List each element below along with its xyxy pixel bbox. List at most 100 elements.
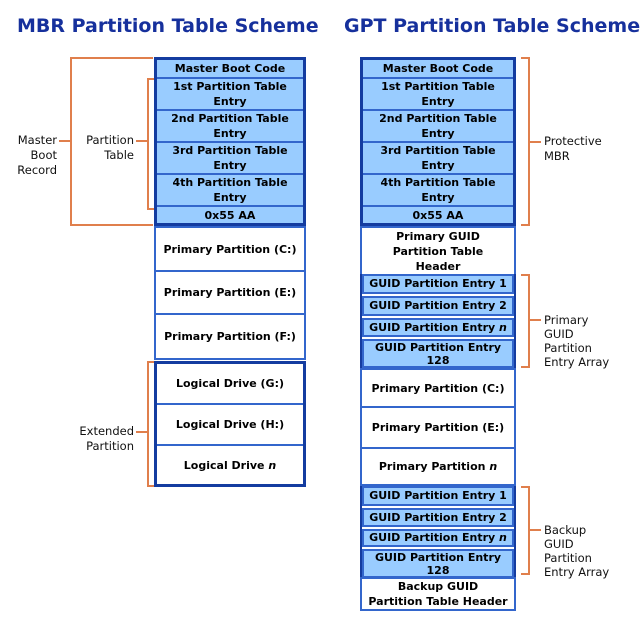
cell-primary-partition-f: Primary Partition (F:): [154, 313, 306, 360]
master-boot-record-label: Master Boot Record: [17, 133, 57, 178]
cell-logical-drive-g: Logical Drive (G:): [157, 364, 303, 405]
cell-primary-partition-n: Primary Partition n: [360, 447, 516, 486]
cell-partition-entry-1: 1st Partition Table Entry: [157, 79, 303, 111]
label-line: Table: [104, 148, 134, 162]
cell-primary-partition-e: Primary Partition (E:): [154, 270, 306, 315]
cell-line: Entry: [213, 127, 247, 140]
cell-line: GUID Partition Entry 1: [369, 277, 507, 290]
cell-line: Primary Partition (E:): [163, 286, 297, 299]
cell-line: 2nd Partition Table: [379, 112, 497, 125]
cell-line: Backup GUID: [397, 580, 479, 593]
cell-line: 3rd Partition Table: [380, 144, 496, 157]
cell-signature-0x55aa: 0x55 AA: [363, 207, 513, 223]
primary-guid-entry-array: GUID Partition Entry 1 GUID Partition En…: [360, 274, 516, 368]
gpt-protective-mbr-group: Master Boot Code 1st Partition Table Ent…: [360, 57, 516, 226]
cell-guid-entry-n: GUID Partition Entry n: [362, 529, 514, 547]
cell-partition-entry-4: 4th Partition Table Entry: [157, 175, 303, 207]
cell-line: 1st Partition Table: [173, 80, 287, 93]
label-line: GUID: [544, 327, 574, 341]
cell-line: 0x55 AA: [412, 208, 464, 222]
backup-guid-entry-array: GUID Partition Entry 1 GUID Partition En…: [360, 486, 516, 578]
cell-partition-entry-4: 4th Partition Table Entry: [363, 175, 513, 207]
cell-line: Entry: [421, 127, 455, 140]
cell-line: Entry: [213, 191, 247, 204]
cell-guid-entry-2: GUID Partition Entry 2: [362, 296, 514, 316]
cell-guid-entry-128: GUID Partition Entry 128: [362, 549, 514, 578]
cell-backup-guid-header: Backup GUID Partition Table Header: [360, 577, 516, 611]
cell-guid-entry-1: GUID Partition Entry 1: [362, 486, 514, 506]
cell-line: Logical Drive (H:): [175, 418, 285, 431]
extended-partition-label: Extended Partition: [79, 424, 134, 454]
cell-line: Logical Drive (G:): [175, 377, 285, 390]
cell-line: Partition Table Header: [368, 595, 508, 608]
cell-line: 1st Partition Table: [381, 80, 495, 93]
label-line: Protective: [544, 134, 602, 148]
cell-line: Entry: [213, 95, 247, 108]
label-line: MBR: [544, 149, 570, 163]
label-line: Partition: [86, 133, 134, 147]
cell-partition-entry-1: 1st Partition Table Entry: [363, 79, 513, 111]
cell-guid-entry-2: GUID Partition Entry 2: [362, 508, 514, 527]
cell-line: GUID Partition Entry: [369, 531, 500, 544]
cell-line: Master Boot Code: [382, 62, 494, 75]
cell-logical-drive-n: Logical Drive n: [157, 446, 303, 484]
cell-line: 128: [426, 353, 450, 367]
cell-line: Primary Partition (E:): [371, 421, 505, 434]
cell-partition-entry-3: 3rd Partition Table Entry: [157, 143, 303, 175]
primary-guid-array-tick: [530, 319, 541, 321]
cell-line: 4th Partition Table: [172, 176, 288, 189]
cell-guid-entry-n: GUID Partition Entry n: [362, 318, 514, 337]
cell-line: Logical Drive: [183, 458, 269, 472]
label-line: Record: [17, 163, 57, 177]
cell-line: Primary GUID: [396, 229, 480, 243]
mbr-scheme-title: MBR Partition Table Scheme: [17, 15, 319, 37]
cell-logical-drive-h: Logical Drive (H:): [157, 405, 303, 446]
label-line: Partition: [544, 551, 592, 565]
cell-line: GUID Partition Entry: [369, 320, 500, 334]
cell-partition-entry-2: 2nd Partition Table Entry: [157, 111, 303, 143]
extended-partition-bracket: [147, 361, 154, 487]
primary-guid-array-bracket: [521, 274, 530, 368]
cell-line-italic: n: [499, 531, 507, 544]
cell-line: Header: [415, 259, 461, 273]
partition-table-label: Partition Table: [86, 133, 134, 163]
cell-primary-partition-c: Primary Partition (C:): [154, 226, 306, 272]
master-boot-record-tick: [59, 140, 70, 142]
cell-line: GUID Partition Entry: [374, 551, 502, 564]
backup-guid-array-label: Backup GUID Partition Entry Array: [544, 523, 609, 579]
label-line: Partition: [544, 341, 592, 355]
cell-line: 128: [426, 563, 450, 577]
protective-mbr-tick: [530, 141, 541, 143]
label-line: Entry Array: [544, 355, 610, 369]
cell-primary-partition-c: Primary Partition (C:): [360, 368, 516, 408]
extended-partition-tick: [136, 431, 147, 433]
label-line: Master: [17, 133, 57, 147]
cell-partition-entry-3: 3rd Partition Table Entry: [363, 143, 513, 175]
backup-guid-array-bracket: [521, 486, 530, 575]
partition-table-tick: [136, 140, 147, 142]
cell-primary-guid-header: Primary GUID Partition Table Header: [360, 226, 516, 276]
backup-guid-array-tick: [530, 529, 541, 531]
cell-line: GUID Partition Entry 2: [369, 299, 507, 312]
cell-signature-0x55aa: 0x55 AA: [157, 207, 303, 223]
label-line: Partition: [86, 439, 134, 453]
cell-guid-entry-1: GUID Partition Entry 1: [362, 274, 514, 294]
cell-line: 4th Partition Table: [380, 176, 496, 189]
label-line: Primary: [544, 313, 589, 327]
label-line: Boot: [30, 148, 57, 162]
cell-line: Partition Table: [392, 244, 484, 258]
cell-line-italic: n: [489, 460, 498, 473]
cell-line: Primary Partition (F:): [164, 330, 296, 343]
protective-mbr-label: Protective MBR: [544, 134, 602, 164]
cell-master-boot-code: Master Boot Code: [363, 60, 513, 79]
cell-guid-entry-128: GUID Partition Entry 128: [362, 339, 514, 368]
label-line: Extended: [79, 424, 134, 438]
gpt-scheme-title: GPT Partition Table Scheme: [344, 15, 640, 37]
protective-mbr-bracket: [521, 57, 530, 226]
label-line: GUID: [544, 537, 574, 551]
mbr-boot-sector-group: Master Boot Code 1st Partition Table Ent…: [154, 57, 306, 226]
cell-line-italic: n: [499, 320, 507, 334]
cell-line: GUID Partition Entry 1: [369, 489, 507, 502]
master-boot-record-bracket: [70, 57, 153, 226]
